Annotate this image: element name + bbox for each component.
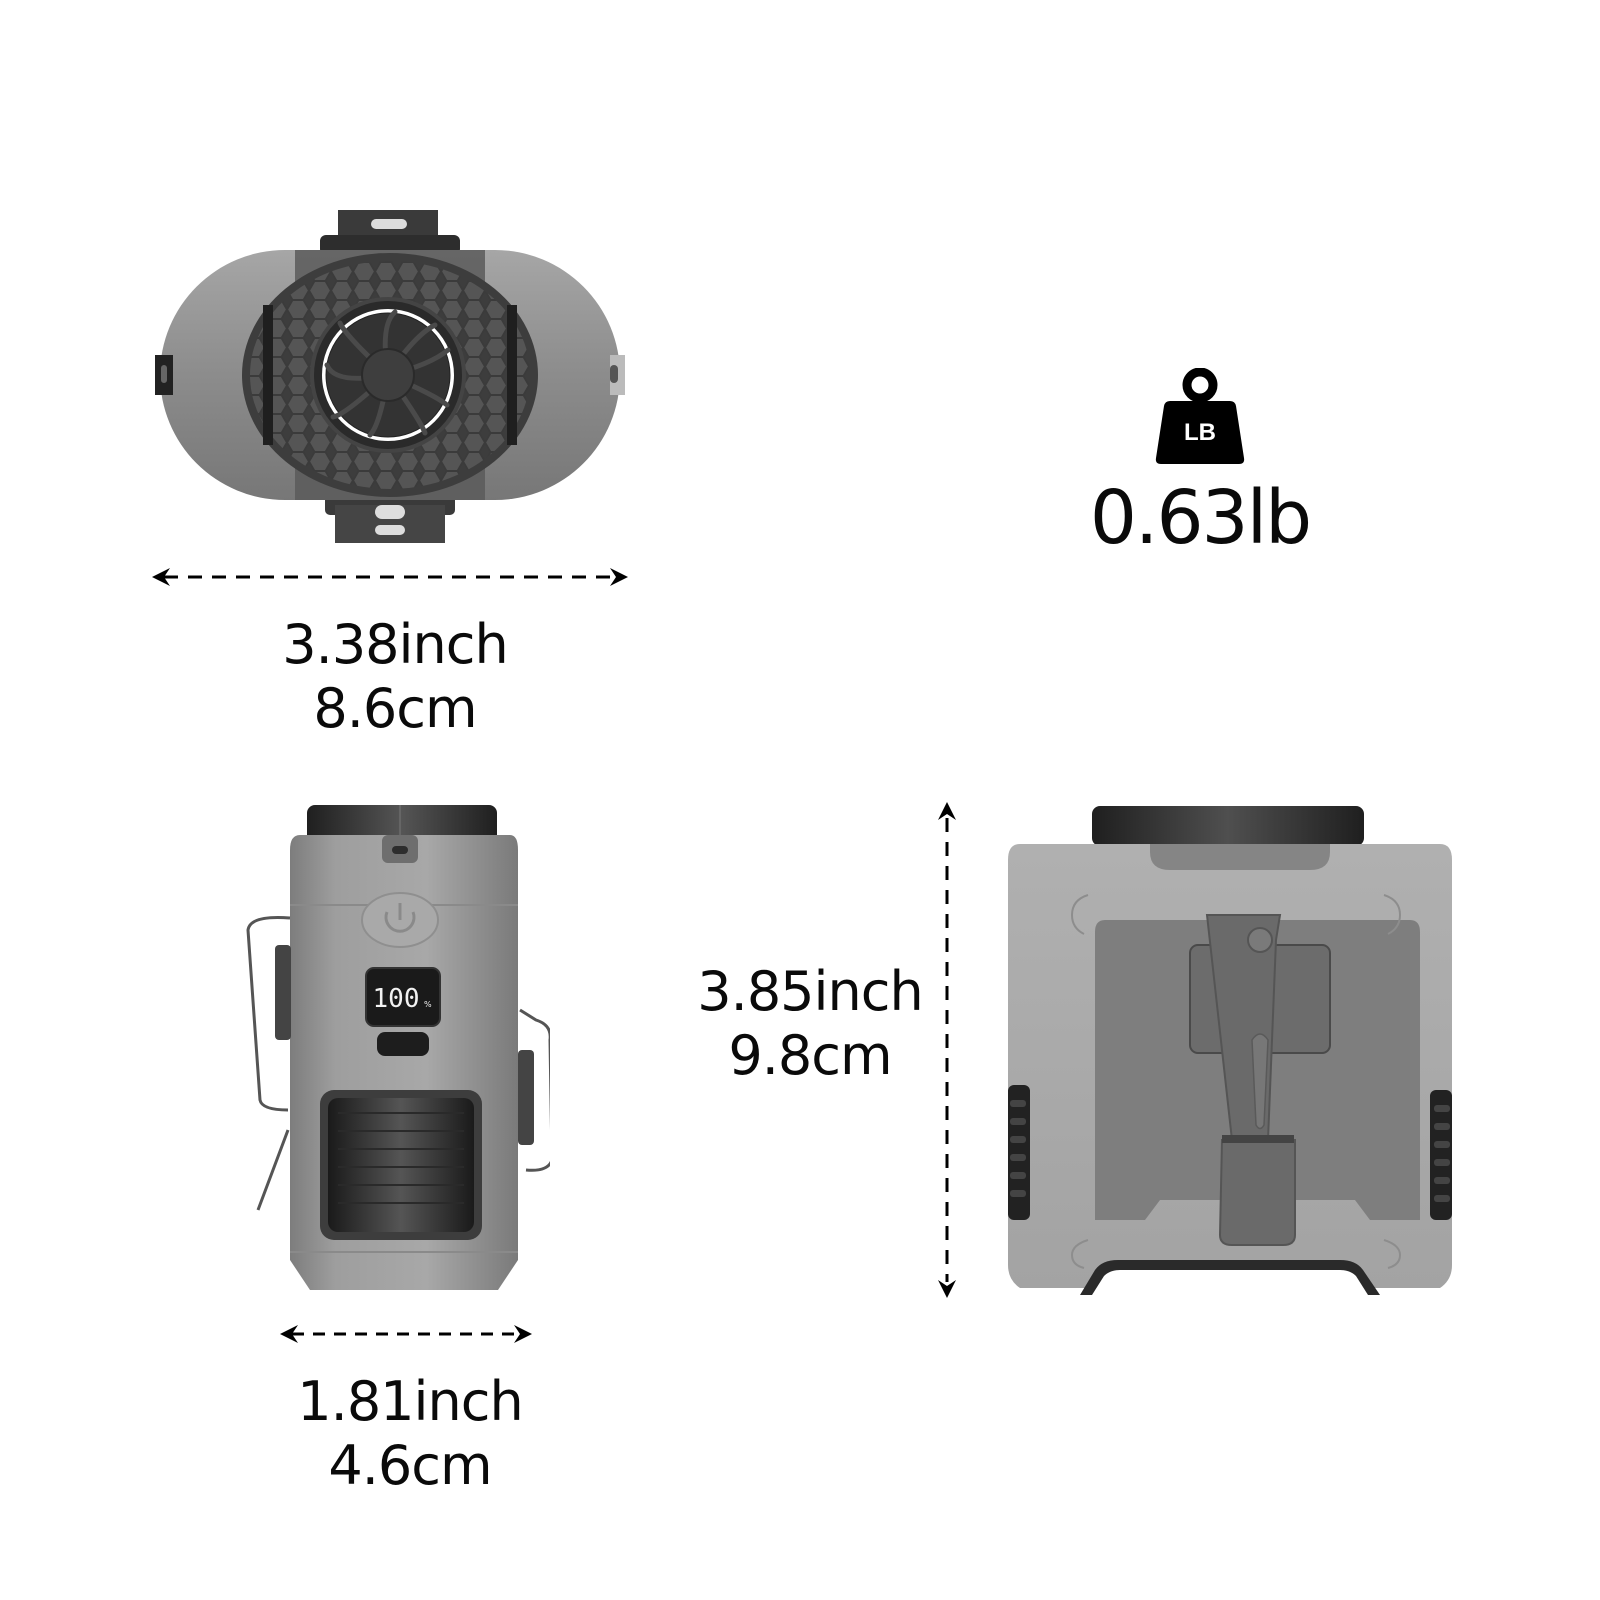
top-width-cm: 8.6cm bbox=[313, 677, 477, 740]
weight-icon-label: LB bbox=[1184, 419, 1216, 446]
front-width-cm: 4.6cm bbox=[328, 1434, 492, 1497]
width-dimension-arrow-top bbox=[150, 565, 630, 589]
power-icon bbox=[384, 911, 416, 933]
fan-top-view-illustration bbox=[155, 210, 625, 543]
height-cm: 9.8cm bbox=[728, 1024, 892, 1087]
battery-display bbox=[365, 967, 441, 1027]
front-width-label: 1.81inch 4.6cm bbox=[270, 1370, 550, 1498]
top-view-product-image bbox=[155, 205, 625, 545]
height-label: 3.85inch 9.8cm bbox=[680, 960, 940, 1088]
height-dimension-arrow bbox=[932, 800, 962, 1300]
front-view-product-image: 100 % bbox=[240, 800, 550, 1300]
height-inch: 3.85inch bbox=[697, 960, 923, 1023]
weight-icon: LB bbox=[1155, 368, 1245, 468]
battery-percent-sign: % bbox=[424, 1000, 432, 1009]
battery-percentage: 100 bbox=[373, 984, 420, 1014]
width-dimension-arrow-front bbox=[278, 1322, 534, 1346]
top-width-inch: 3.38inch bbox=[282, 613, 508, 676]
back-view-product-image bbox=[1000, 800, 1460, 1295]
front-width-inch: 1.81inch bbox=[297, 1370, 523, 1433]
weight-value: 0.63lb bbox=[1089, 475, 1312, 561]
top-width-label: 3.38inch 8.6cm bbox=[250, 613, 540, 741]
